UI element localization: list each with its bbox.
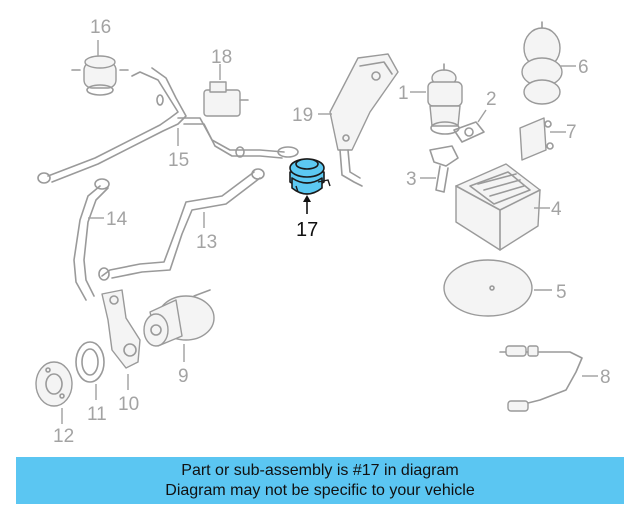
part-13-hose [98, 168, 265, 281]
part-14-hose [73, 178, 110, 301]
part-11 [75, 341, 105, 383]
part-18 [203, 81, 249, 117]
info-banner: Part or sub-assembly is #17 in diagram D… [16, 457, 624, 504]
part-15-hose [37, 67, 299, 184]
part-7 [519, 117, 554, 161]
callout-4: 4 [551, 199, 562, 220]
leader-17-arrowhead [303, 195, 311, 202]
banner-line-1: Part or sub-assembly is #17 in diagram [181, 461, 459, 479]
callout-7: 7 [566, 122, 577, 143]
callout-12: 12 [53, 426, 74, 447]
part-12 [35, 361, 73, 407]
callout-5: 5 [556, 282, 567, 303]
part-17-highlighted [289, 158, 331, 195]
part-4 [455, 163, 541, 251]
callout-10: 10 [118, 394, 139, 415]
part-19 [329, 53, 399, 187]
callout-3: 3 [406, 169, 417, 190]
callout-15: 15 [168, 150, 189, 171]
callout-11: 11 [87, 404, 107, 425]
part-8 [499, 345, 583, 412]
callout-17: 17 [296, 219, 318, 241]
part-5 [443, 259, 533, 317]
leader-2 [477, 109, 487, 123]
callout-8: 8 [600, 367, 611, 388]
callout-18: 18 [211, 47, 232, 68]
part-6 [521, 21, 563, 105]
parts-diagram: 16 18 15 19 1 [35, 17, 611, 447]
callout-19: 19 [292, 105, 313, 126]
callout-2: 2 [486, 89, 497, 110]
part-10 [101, 289, 141, 369]
part-16 [71, 55, 129, 96]
callout-14: 14 [106, 209, 128, 230]
banner-line-2: Diagram may not be specific to your vehi… [165, 481, 475, 499]
callout-1: 1 [398, 83, 409, 104]
callout-13: 13 [196, 232, 217, 253]
callout-6: 6 [578, 57, 589, 78]
part-2 [453, 121, 485, 143]
callout-16: 16 [90, 17, 111, 38]
part-1 [427, 63, 463, 135]
part-3 [429, 145, 459, 193]
part-9 [143, 289, 215, 347]
callout-9: 9 [178, 366, 189, 387]
